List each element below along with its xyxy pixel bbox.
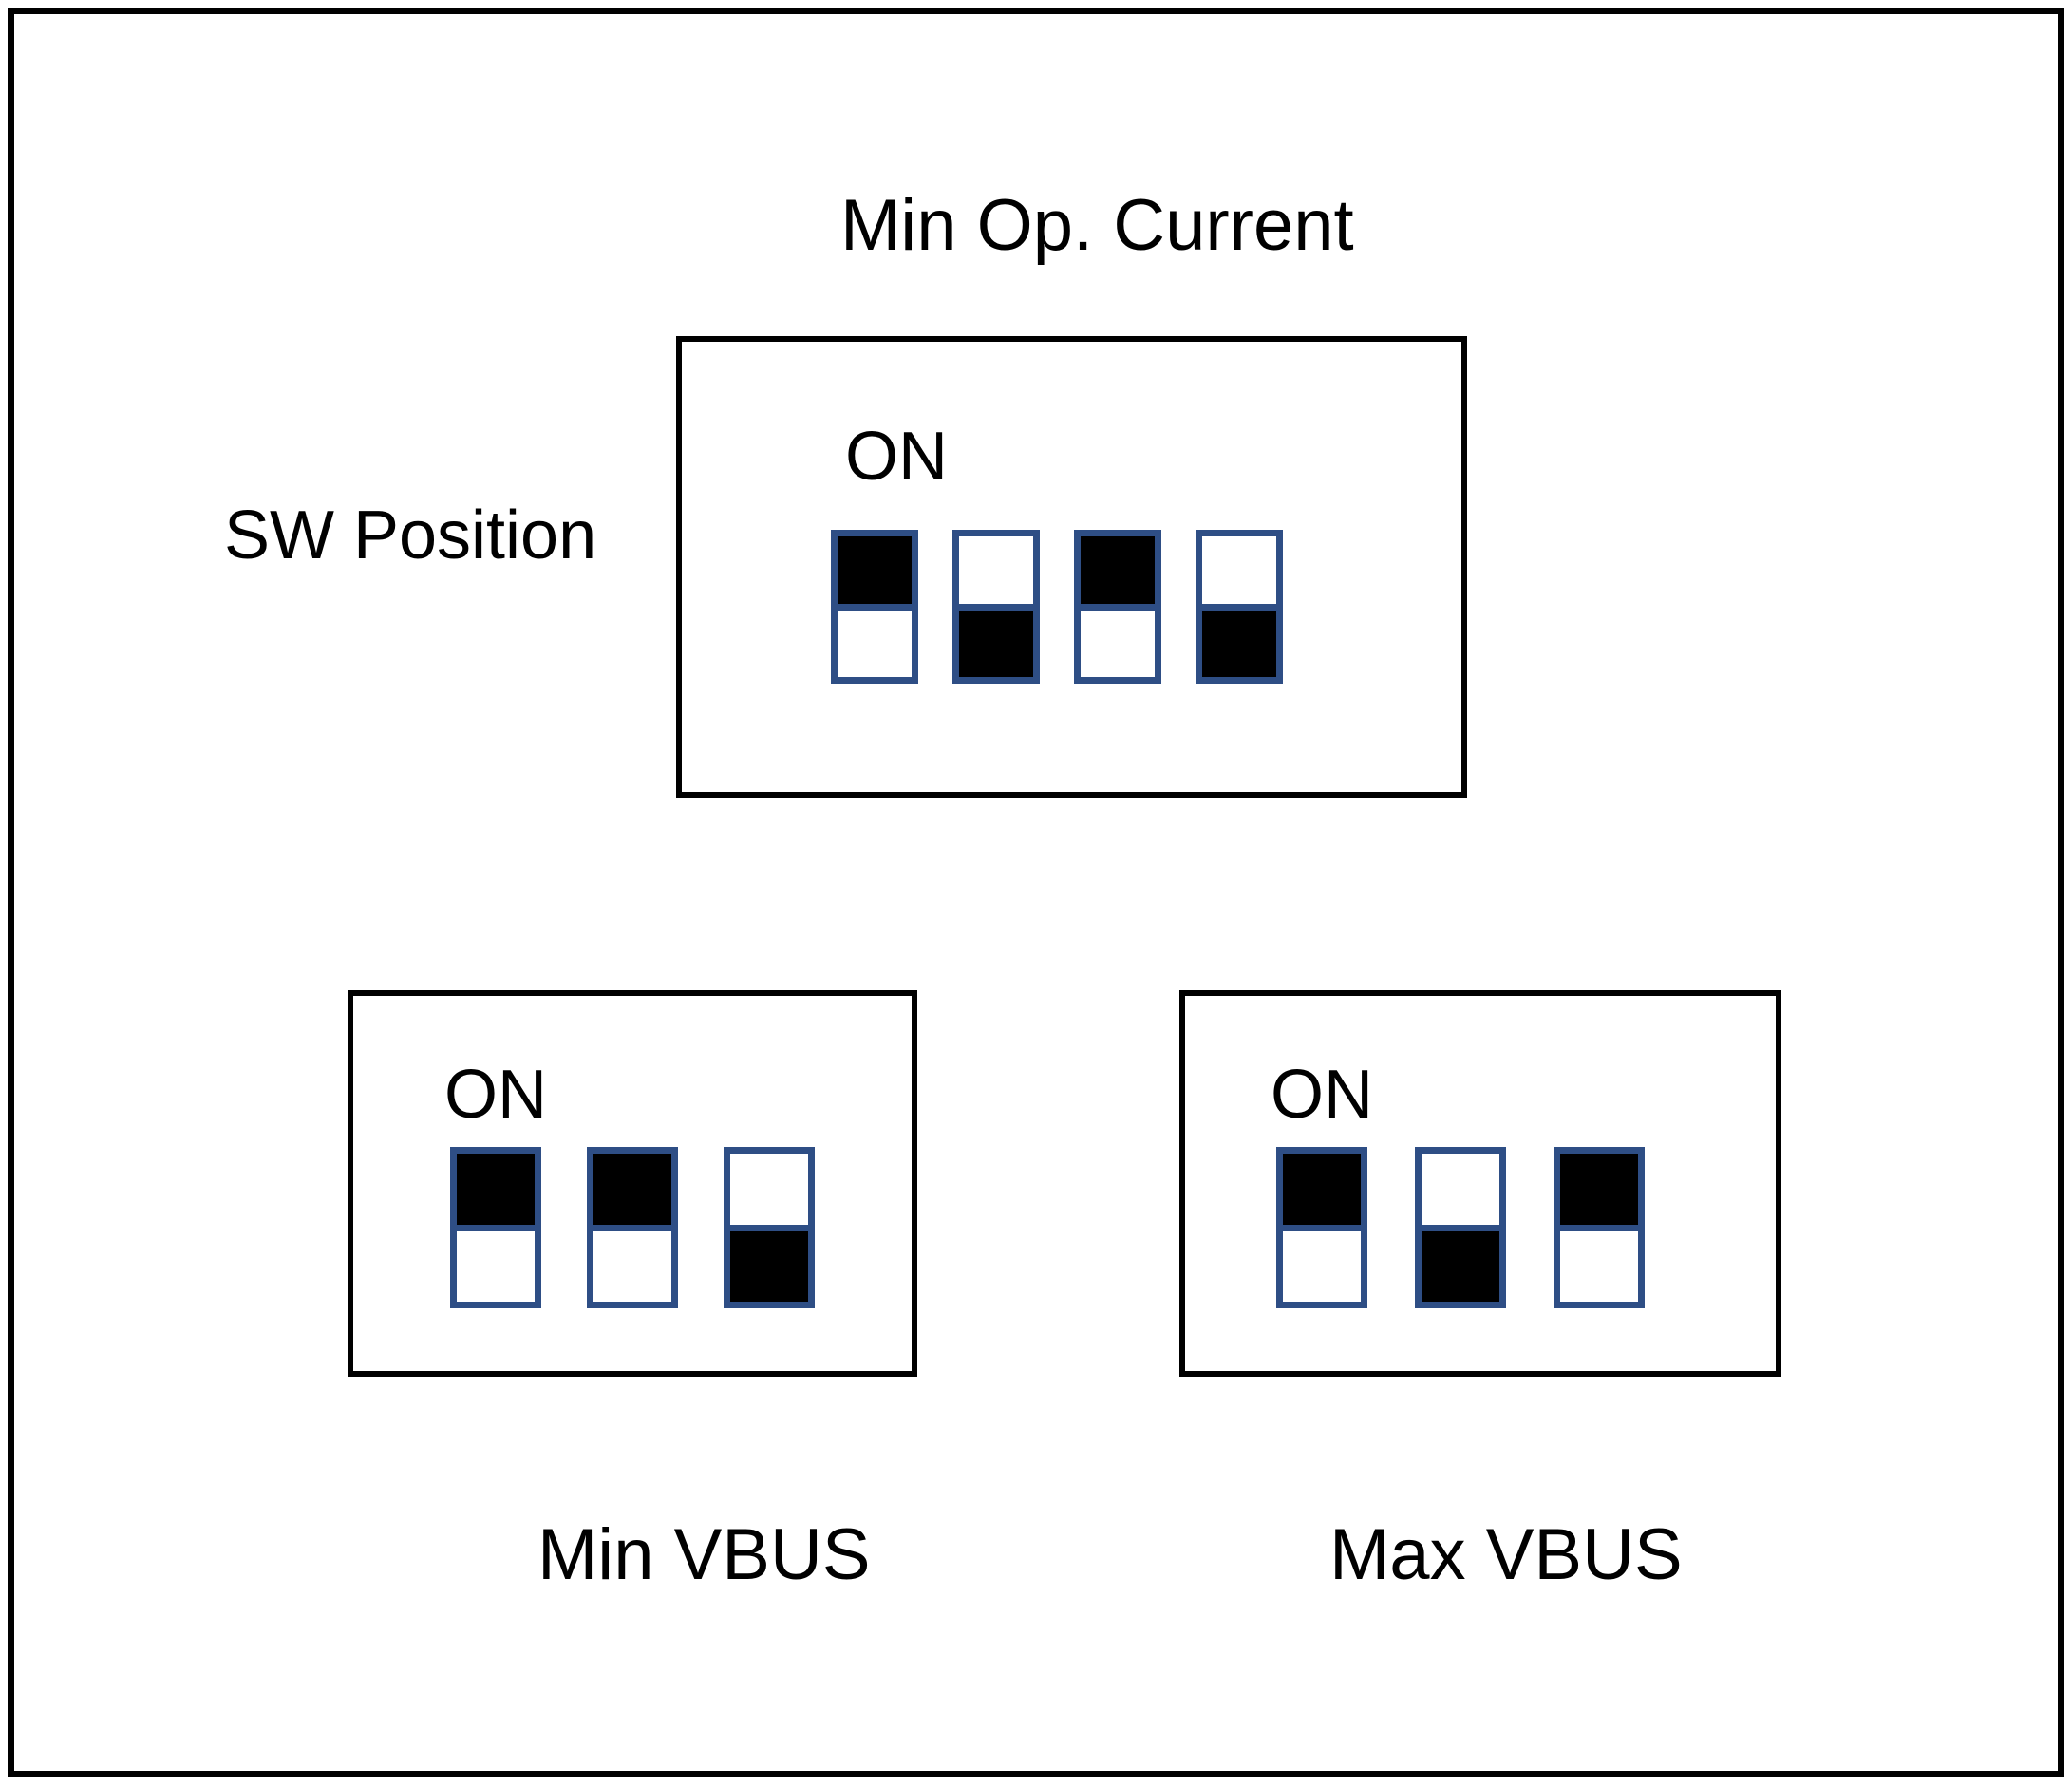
min-vbus-dip-switch-1-lower <box>457 1231 535 1302</box>
dip-switch-1-lower <box>838 610 912 677</box>
outer-frame <box>8 8 2064 1777</box>
max-vbus-dip-switch-3[interactable] <box>1554 1147 1645 1308</box>
on-label-min-vbus: ON <box>444 1057 547 1133</box>
min-vbus-dip-switch-3-upper <box>730 1154 808 1231</box>
max-vbus-dip-switch-1-upper <box>1283 1154 1361 1231</box>
min-vbus-caption: Min VBUS <box>537 1514 871 1595</box>
min-vbus-dip-switch-3[interactable] <box>724 1147 815 1308</box>
min-vbus-dip-switch-1[interactable] <box>450 1147 541 1308</box>
max-vbus-dip-switch-1-lower <box>1283 1231 1361 1302</box>
min-vbus-dip-switch-2-lower <box>593 1231 671 1302</box>
dip-switch-4[interactable] <box>1196 530 1283 684</box>
min-vbus-dip-switch-2[interactable] <box>587 1147 678 1308</box>
min-vbus-dip-switch-1-upper <box>457 1154 535 1231</box>
max-vbus-dip-switch-1[interactable] <box>1276 1147 1367 1308</box>
sw-position-label: SW Position <box>224 498 597 573</box>
dip-switch-1-upper <box>838 536 912 611</box>
dip-switch-3-upper <box>1081 536 1155 611</box>
dip-switch-2[interactable] <box>952 530 1040 684</box>
max-vbus-switch-row <box>1276 1147 1645 1308</box>
on-label-min-op-current: ON <box>845 419 948 495</box>
max-vbus-caption: Max VBUS <box>1329 1514 1683 1595</box>
max-vbus-dip-switch-3-upper <box>1560 1154 1638 1231</box>
max-vbus-dip-switch-2[interactable] <box>1415 1147 1506 1308</box>
max-vbus-dip-switch-2-upper <box>1422 1154 1499 1231</box>
dip-switch-3-lower <box>1081 610 1155 677</box>
dip-switch-1[interactable] <box>831 530 918 684</box>
min-op-current-title: Min Op. Current <box>840 185 1354 266</box>
on-label-max-vbus: ON <box>1271 1057 1373 1133</box>
dip-switch-2-lower <box>959 610 1033 677</box>
min-op-current-switch-row <box>831 530 1283 684</box>
min-vbus-dip-switch-2-upper <box>593 1154 671 1231</box>
min-vbus-switch-row <box>450 1147 815 1308</box>
dip-switch-4-upper <box>1202 536 1276 611</box>
dip-switch-3[interactable] <box>1074 530 1161 684</box>
max-vbus-dip-switch-2-lower <box>1422 1231 1499 1302</box>
dip-switch-4-lower <box>1202 610 1276 677</box>
min-vbus-dip-switch-3-lower <box>730 1231 808 1302</box>
max-vbus-dip-switch-3-lower <box>1560 1231 1638 1302</box>
min-op-current-switch-box: ON <box>676 336 1467 798</box>
dip-switch-2-upper <box>959 536 1033 611</box>
